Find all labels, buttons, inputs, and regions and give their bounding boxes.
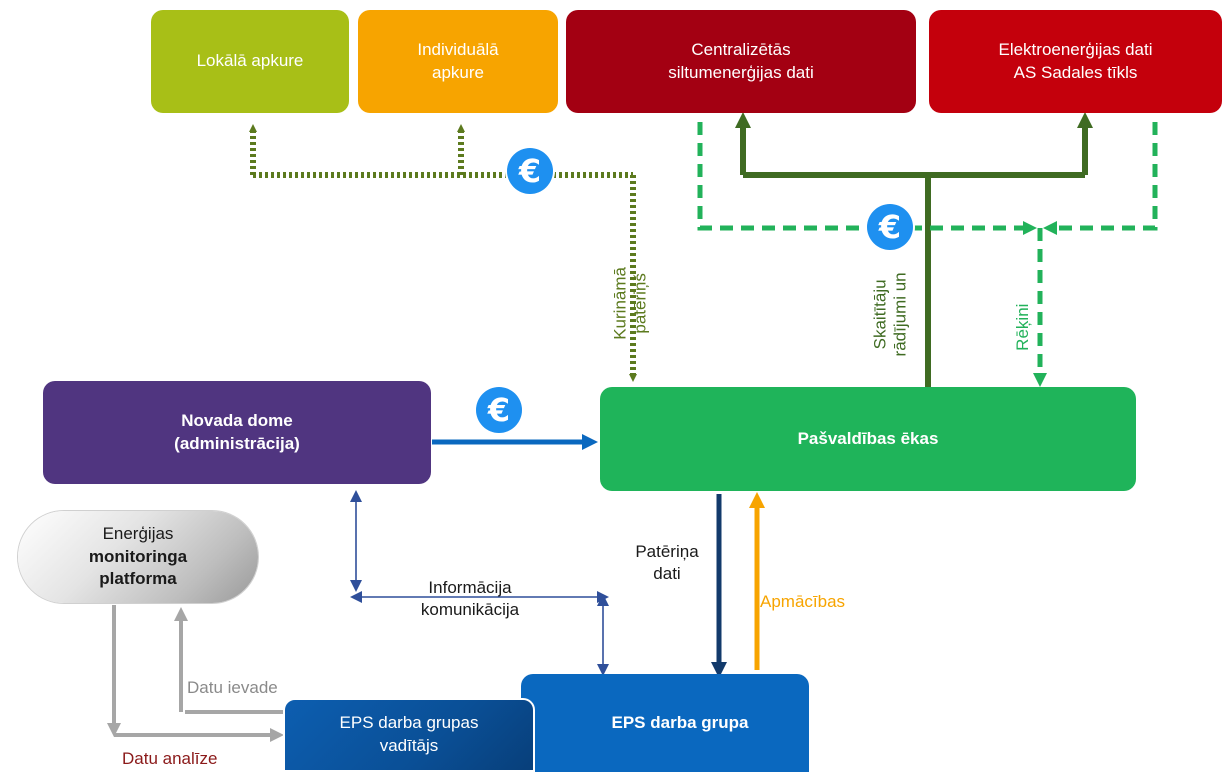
individual-heating-line1: Individuālā [417, 39, 499, 59]
consumption-data-label: Patēriņa dati [635, 542, 699, 584]
meter-readings-label: Skaitītāju rādījumi un [870, 272, 910, 357]
euro-icon: € [476, 387, 522, 433]
electricity-line1: Elektroenerģijas dati [998, 39, 1153, 59]
local-heating-box: Lokālā apkure [151, 10, 349, 113]
euro-icon: € [867, 204, 913, 250]
monitoring-platform-box: Enerģijas monitoringa platforma [18, 511, 258, 603]
individual-heating-line2: apkure [432, 62, 484, 82]
data-input-label: Datu ievade [187, 678, 278, 697]
central-heating-line1: Centralizētās [691, 39, 791, 59]
monitoring-platform-line1: Enerģijas [102, 523, 174, 543]
county-council-line2: (administrācija) [174, 433, 300, 453]
meter-readings-connector [735, 112, 1093, 388]
eps-group-label: EPS darba grupa [611, 712, 749, 732]
eps-group-box: EPS darba grupa [521, 674, 809, 772]
data-flow-connector [107, 605, 288, 742]
fuel-consumption-label: Kurināmā patēriņš [610, 267, 650, 340]
local-heating-label: Lokālā apkure [196, 51, 304, 71]
invoices-label: Rēķini [1012, 303, 1032, 351]
invoices-connector [697, 122, 1158, 387]
trainings-label: Apmācības [760, 592, 846, 611]
county-council-line1: Novada dome [181, 410, 293, 430]
municipal-buildings-label: Pašvaldības ēkas [797, 428, 939, 448]
information-label: Informācija komunikācija [420, 578, 520, 620]
euro-icon: € [507, 148, 553, 194]
electricity-box: Elektroenerģijas dati AS Sadales tīkls [929, 10, 1222, 113]
individual-heating-box: Individuālā apkure [358, 10, 558, 113]
information-connector [350, 490, 609, 676]
municipal-buildings-box: Pašvaldības ēkas [600, 387, 1136, 491]
central-heating-box: Centralizētās siltumenerģijas dati [566, 10, 916, 113]
eps-leader-line1: EPS darba grupas [339, 713, 479, 733]
monitoring-platform-line3: platforma [99, 569, 177, 589]
eps-leader-line2: vadītājs [379, 736, 439, 755]
monitoring-platform-line2: monitoringa [88, 546, 188, 566]
central-heating-line2: siltumenerģijas dati [668, 62, 814, 82]
fuel-consumption-connector [249, 124, 637, 382]
data-analysis-label: Datu analīze [122, 749, 218, 768]
county-council-box: Novada dome (administrācija) [43, 381, 431, 484]
eps-leader-box: EPS darba grupas vadītājs [283, 698, 535, 772]
electricity-line2: AS Sadales tīkls [1013, 62, 1138, 82]
